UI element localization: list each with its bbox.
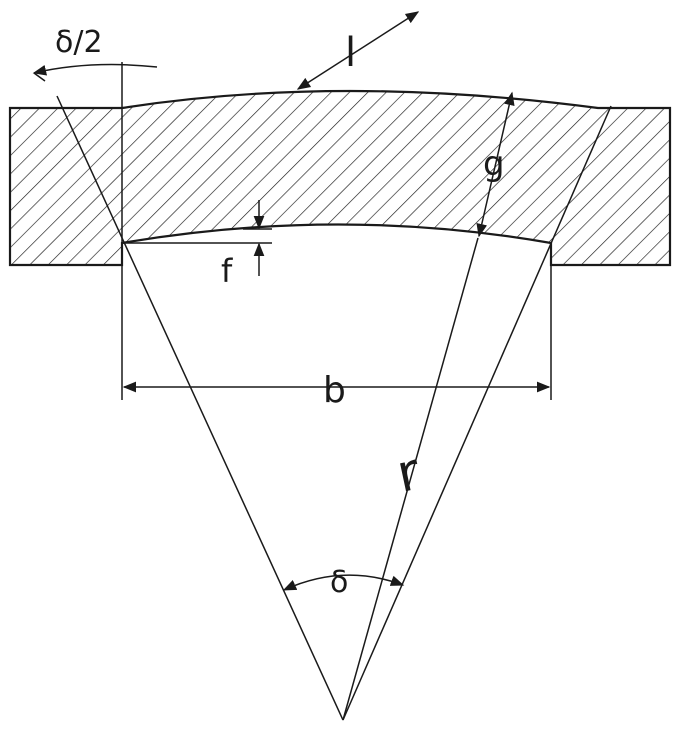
half-angle-arc	[32, 63, 158, 76]
left-radial-line	[56, 95, 344, 721]
sag-dimension	[122, 200, 272, 276]
half-angle-label: δ/2	[55, 25, 103, 60]
radial-lines	[56, 95, 612, 721]
angle-label: δ	[330, 565, 348, 600]
arc-length-arrow	[296, 11, 420, 90]
hatched-section	[8, 89, 672, 267]
arc-length-label: l	[345, 30, 356, 76]
right-radial-line	[342, 105, 612, 721]
thickness-dimension-line	[476, 91, 515, 238]
chord-extension-lines	[121, 62, 552, 400]
thickness-label: g	[483, 144, 505, 184]
radius-label: r	[392, 442, 426, 505]
sag-label: f	[221, 252, 233, 290]
radius-line	[342, 237, 479, 721]
angle-arc	[282, 574, 405, 591]
chord-label: b	[323, 370, 346, 411]
half-angle-tick	[33, 72, 46, 82]
